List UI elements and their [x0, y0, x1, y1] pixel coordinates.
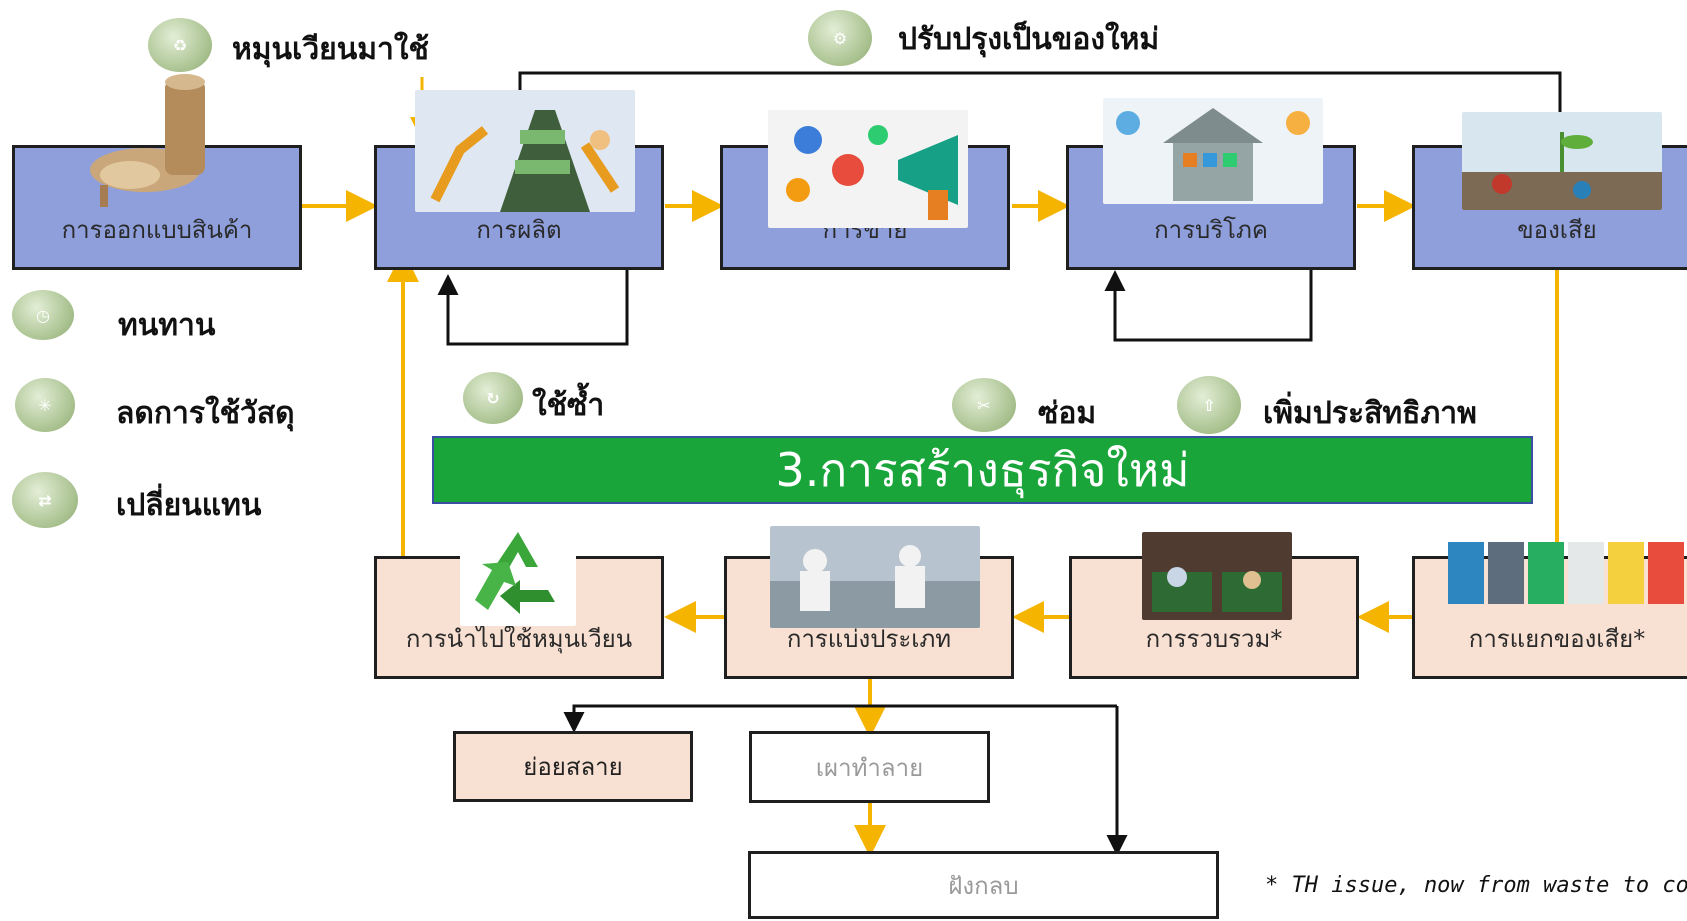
line-classify-decompose [563, 704, 1117, 733]
design-label: การออกแบบสินค้า [61, 216, 253, 244]
repair-label: ซ่อม [1038, 396, 1097, 431]
separate-label: การแยกของเสีย* [1468, 625, 1646, 653]
swap-icon: ⇄ [12, 472, 78, 528]
recycle-reuse-label: หมุนเวียนมาใช้ [232, 32, 429, 67]
incinerate-label: เผาทำลาย [815, 753, 924, 782]
collected-waste-image [1142, 532, 1292, 620]
compress-icon: ✳ [15, 378, 75, 432]
incinerate-box: เผาทำลาย [749, 731, 990, 803]
gear-hands-icon: ⚙ [808, 10, 872, 66]
repair-loop-consumption [1104, 270, 1313, 342]
classify-label: การแบ่งประเภท [786, 625, 952, 653]
consumption-label: การบริโภค [1154, 216, 1268, 244]
recycle-icon: ♻ [148, 18, 212, 72]
decompose-label: ย่อยสลาย [523, 753, 623, 781]
upgrade-loop-line [518, 71, 1562, 112]
production-label: การผลิต [476, 216, 562, 244]
smart-home-image [1103, 98, 1323, 204]
landfill-box: ฝังกลบ [748, 851, 1219, 919]
recycle-label: การนำไปใช้หมุนเวียน [405, 625, 633, 653]
reuse-loop-production [437, 270, 629, 346]
sorting-bins-image [1448, 536, 1687, 608]
landfill-label: ฝังกลบ [948, 871, 1019, 900]
tableware-image [70, 60, 210, 210]
waste-label: ของเสีย [1517, 216, 1597, 244]
recycle-symbol-image [460, 522, 576, 626]
reuse-label: ใช้ซ้ำ [532, 388, 605, 423]
tools-icon: ✂ [952, 378, 1016, 432]
marketing-megaphone-image [768, 110, 968, 228]
decompose-box: ย่อยสลาย [453, 731, 693, 802]
upgrade-label: ปรับปรุงเป็นของใหม่ [898, 22, 1160, 57]
waste-sprout-image [1462, 112, 1662, 210]
refresh-icon: ↻ [463, 372, 523, 424]
efficiency-label: เพิ่มประสิทธิภาพ [1263, 396, 1477, 431]
reduce-material-label: ลดการใช้วัสดุ [116, 396, 295, 431]
footnote: * TH issue, now from waste to colle [1265, 873, 1687, 898]
arrow-up-icon: ⇧ [1177, 376, 1241, 434]
factory-robot-image [415, 90, 635, 212]
replace-label: เปลี่ยนแทน [116, 488, 262, 523]
new-business-banner: 3.การสร้างธุรกิจใหม่ [432, 436, 1533, 504]
collect-label: การรวบรวม* [1145, 625, 1283, 653]
sorting-workers-image [770, 526, 980, 628]
banner-title: 3.การสร้างธุรกิจใหม่ [775, 442, 1190, 497]
durable-label: ทนทาน [118, 308, 216, 343]
clock-icon: ◷ [12, 290, 74, 340]
